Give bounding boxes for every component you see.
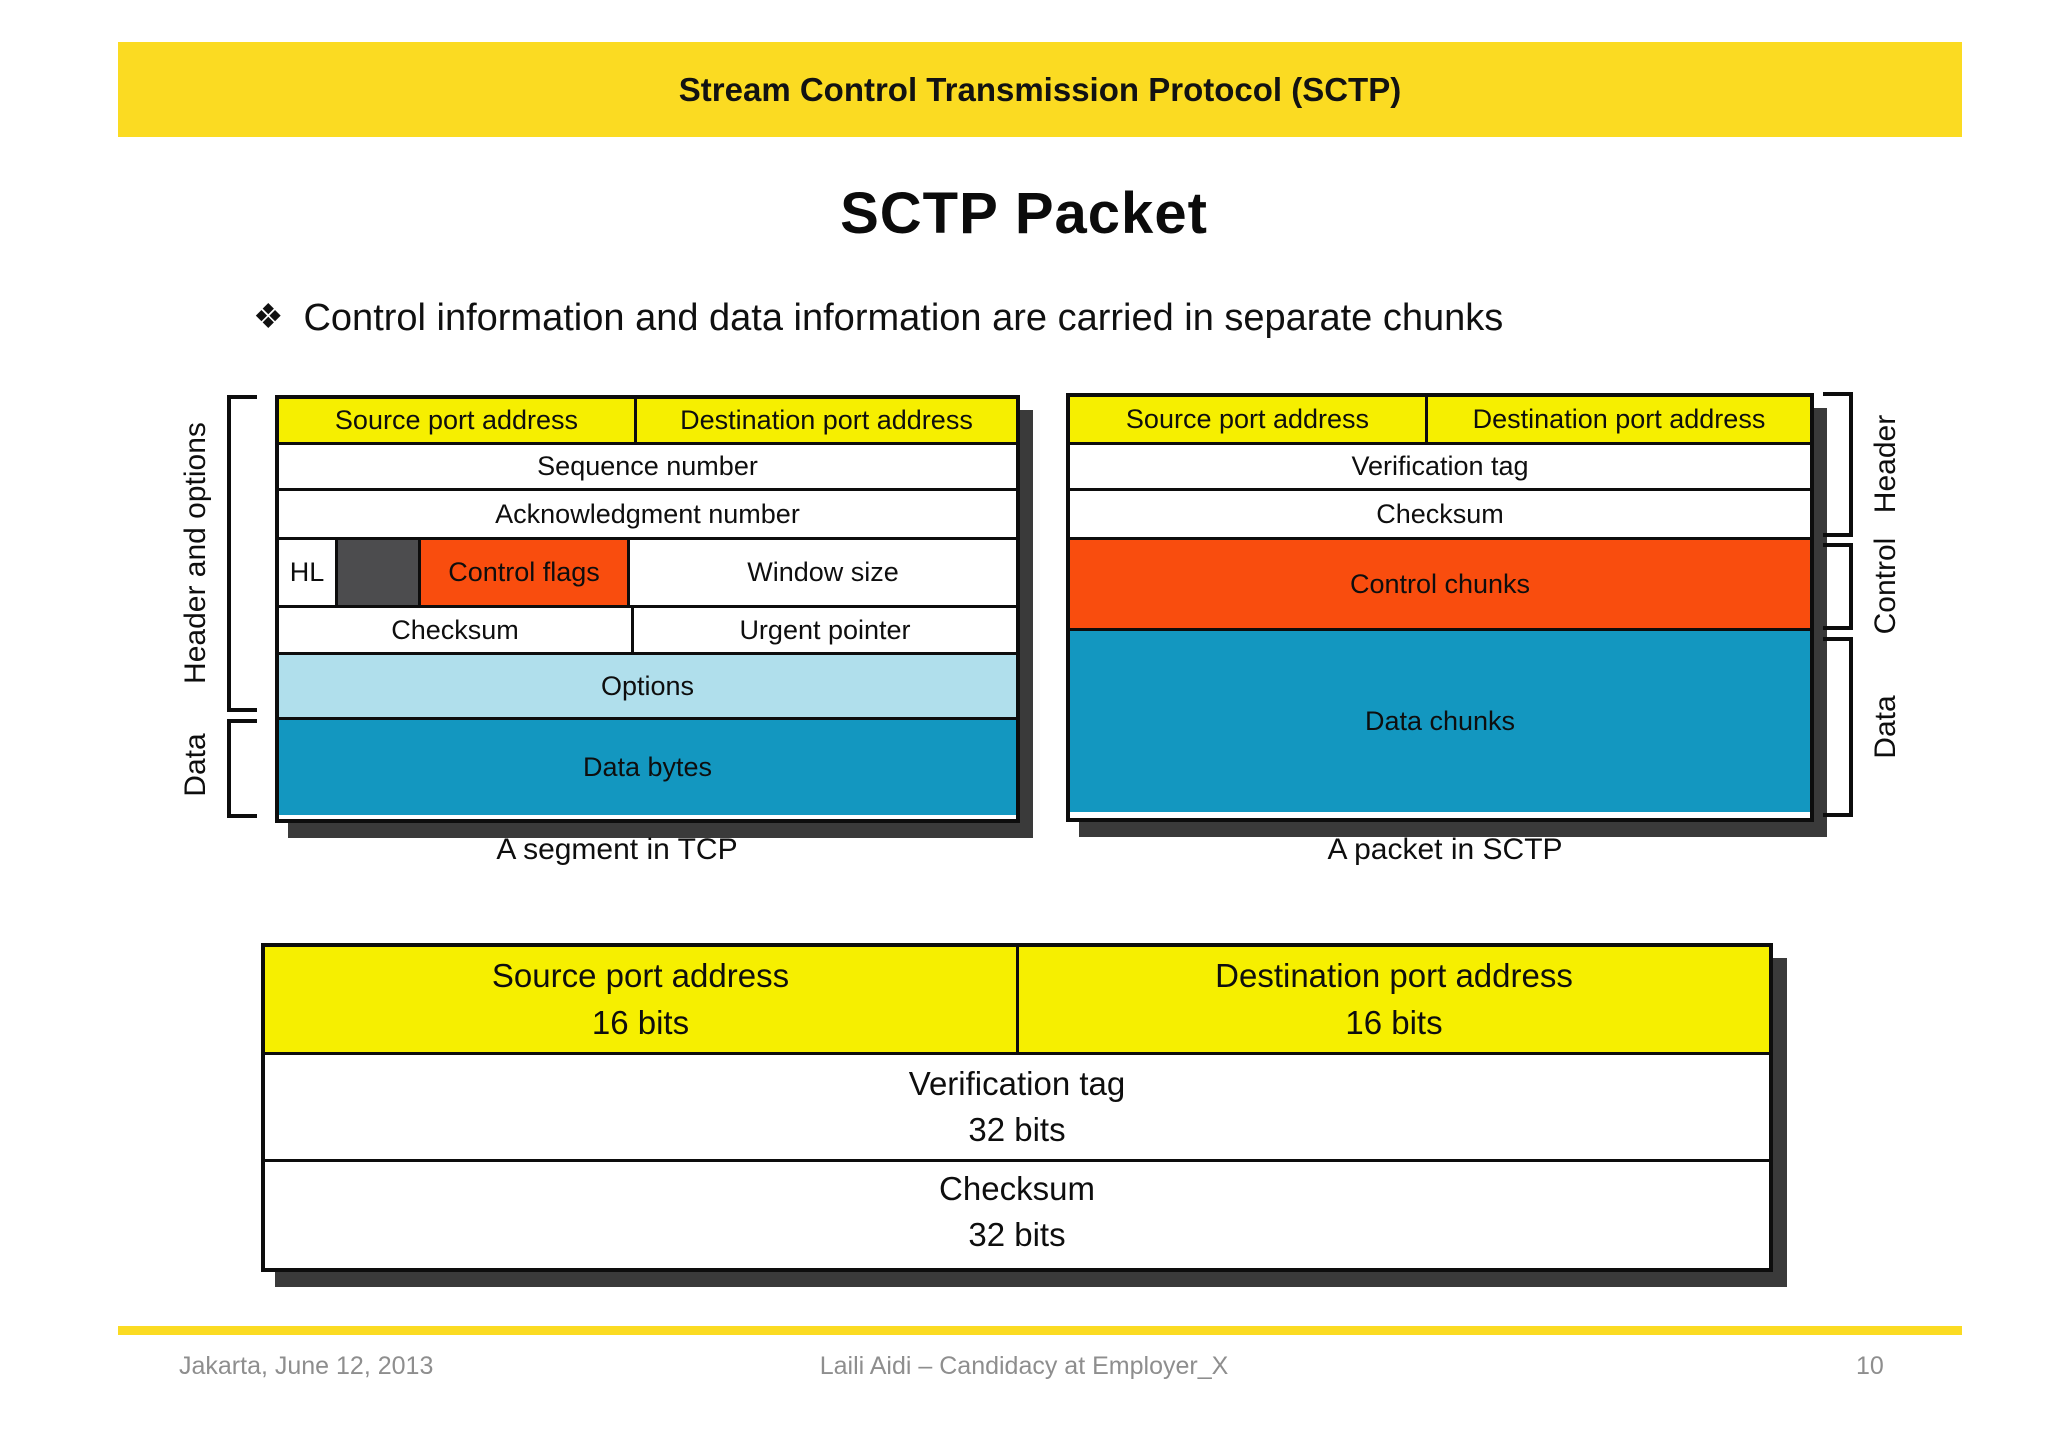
common-header-row-checksum: Checksum 32 bits [265, 1159, 1769, 1262]
tcp-source-port-field: Source port address [279, 399, 634, 442]
common-destination-port-title: Destination port address [1215, 957, 1573, 995]
sctp-verification-tag-field: Verification tag [1351, 451, 1529, 481]
tcp-control-flags-field: Control flags [418, 540, 627, 605]
tcp-data-bytes-field: Data bytes [279, 720, 1016, 815]
sctp-checksum-field: Checksum [1376, 498, 1504, 529]
footer-author: Laili Aidi – Candidacy at Employer_X [819, 1352, 1229, 1380]
sctp-data-label: Data [1869, 695, 1902, 759]
tcp-row-sequence: Sequence number [279, 442, 1016, 488]
sctp-control-chunks-field: Control chunks [1070, 540, 1810, 628]
tcp-sequence-number-field: Sequence number [537, 451, 758, 481]
tcp-header-options-label: Header and options [179, 422, 212, 684]
common-header-row-verification: Verification tag 32 bits [265, 1052, 1769, 1159]
common-source-port-field: Source port address 16 bits [265, 947, 1016, 1052]
common-checksum-title: Checksum [939, 1169, 1095, 1207]
sctp-packet-diagram: Source port address Destination port add… [1066, 393, 1814, 822]
tcp-acknowledgment-number-field: Acknowledgment number [495, 498, 800, 529]
sctp-common-header-diagram: Source port address 16 bits Destination … [261, 943, 1773, 1272]
footer-date: Jakarta, June 12, 2013 [179, 1352, 434, 1380]
sctp-row-verification: Verification tag [1070, 442, 1810, 488]
sctp-control-bracket [1823, 543, 1853, 630]
diamond-bullet-icon: ❖ [253, 298, 284, 336]
tcp-row-checksum: Checksum Urgent pointer [279, 605, 1016, 652]
bullet-text: Control information and data information… [303, 297, 1504, 339]
page-title: SCTP Packet [840, 181, 1208, 246]
sctp-row-ports: Source port address Destination port add… [1070, 397, 1810, 442]
tcp-row-options: Options [279, 652, 1016, 717]
tcp-row-ports: Source port address Destination port add… [279, 399, 1016, 442]
tcp-data-bracket [227, 719, 257, 818]
tcp-data-label: Data [179, 733, 212, 797]
tcp-urgent-pointer-field: Urgent pointer [631, 608, 1016, 652]
sctp-data-bracket [1823, 637, 1853, 817]
common-header-row-ports: Source port address 16 bits Destination … [265, 947, 1769, 1052]
tcp-reserved-field [335, 540, 418, 605]
tcp-caption: A segment in TCP [496, 833, 738, 866]
tcp-checksum-field: Checksum [391, 614, 519, 645]
common-source-port-title: Source port address [491, 957, 790, 995]
sctp-data-chunks-field: Data chunks [1070, 631, 1810, 812]
common-checksum-bits: 32 bits [968, 1216, 1066, 1253]
common-verification-tag-bits: 32 bits [968, 1111, 1066, 1148]
sctp-source-port-field: Source port address [1070, 397, 1425, 442]
tcp-header-bracket [227, 395, 257, 712]
common-destination-port-bits: 16 bits [1345, 1003, 1443, 1041]
common-destination-port-field: Destination port address 16 bits [1016, 947, 1769, 1052]
tcp-row-ack: Acknowledgment number [279, 488, 1016, 537]
bullet-line: ❖ Control information and data informatio… [253, 297, 1903, 340]
common-source-port-bits: 16 bits [591, 1003, 690, 1041]
common-checksum-field: Checksum 32 bits [265, 1162, 1769, 1262]
tcp-window-size-field: Window size [627, 540, 1016, 605]
sctp-destination-port-field: Destination port address [1425, 397, 1810, 442]
sctp-header-bracket [1823, 392, 1853, 537]
tcp-segment-diagram: Source port address Destination port add… [275, 395, 1020, 823]
slide-header-title: Stream Control Transmission Protocol (SC… [678, 70, 1402, 108]
common-verification-tag-field: Verification tag 32 bits [265, 1055, 1769, 1159]
tcp-row-flags: HL Control flags Window size [279, 537, 1016, 605]
sctp-caption: A packet in SCTP [1327, 833, 1563, 866]
tcp-hl-field: HL [289, 557, 325, 587]
footer-page-number: 10 [1856, 1352, 1884, 1380]
common-verification-tag-title: Verification tag [908, 1064, 1126, 1102]
tcp-destination-port-field: Destination port address [634, 399, 1016, 442]
footer-divider [118, 1326, 1962, 1335]
sctp-row-control-chunks: Control chunks [1070, 537, 1810, 628]
sctp-row-data-chunks: Data chunks [1070, 628, 1810, 812]
sctp-row-checksum: Checksum [1070, 488, 1810, 537]
tcp-row-data: Data bytes [279, 717, 1016, 815]
slide-header-bar: Stream Control Transmission Protocol (SC… [118, 42, 1962, 137]
tcp-options-field: Options [279, 655, 1016, 717]
